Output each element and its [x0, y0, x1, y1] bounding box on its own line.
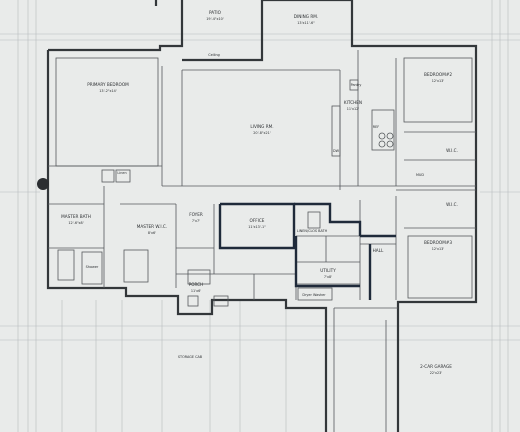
label-porch: PORCH: [189, 282, 204, 287]
accent-walls: [218, 202, 396, 300]
label-primary-bedroom: PRIMARY BEDROOM: [87, 82, 129, 87]
dim-foyer: 7'x7': [192, 219, 200, 223]
label-pantry: Pantry: [351, 83, 362, 87]
label-bedroom3: BEDROOM#3: [424, 240, 452, 245]
dim-utility: 7'x8': [324, 275, 332, 279]
label-hall: HALL: [373, 248, 384, 253]
fixtures: [37, 79, 395, 301]
dim-porch: 11'x6': [191, 289, 201, 293]
label-ref: REF: [373, 125, 379, 129]
label-dw: DW: [333, 149, 340, 153]
dim-kitchen: 11'x12': [347, 107, 360, 111]
label-kitchen: KITCHEN: [344, 100, 362, 105]
label-bedroom2: BEDROOM#2: [424, 72, 452, 77]
label-office: OFFICE: [250, 218, 265, 223]
meter-icon: [37, 178, 49, 190]
label-patio: PATIO: [209, 10, 222, 15]
label-wic1: W.I.C.: [446, 148, 458, 153]
exterior-walls: [46, 0, 478, 432]
dim-bedroom3: 12'x13': [432, 247, 445, 251]
label-dining: DINING RM.: [294, 14, 318, 19]
label-linen-bath: LINEN/CLOS BATH: [297, 229, 328, 233]
label-mud: MUD: [416, 173, 424, 177]
room-labels: PATIO 19'-4"x10' DINING RM. 13'x11'-6" P…: [61, 10, 458, 375]
interior-walls: [48, 50, 476, 432]
dim-dining: 13'x11'-6": [297, 21, 315, 25]
dim-primary-bedroom: 13'-2"x14': [99, 89, 117, 93]
label-wic2: W.I.C.: [446, 202, 458, 207]
annotation-ceiling: Ceiling: [208, 53, 220, 57]
label-living: LIVING RM.: [250, 124, 273, 129]
label-master-wic: MASTER W.I.C.: [137, 224, 167, 229]
annotation-storage: STORAGE CAB: [178, 355, 203, 359]
dim-living: 20'-8"x21': [253, 131, 271, 135]
label-linen: Linen: [117, 171, 126, 175]
label-master-bath: MASTER BATH: [61, 214, 91, 219]
dim-bedroom2: 12'x13': [432, 79, 445, 83]
label-shower: Shower: [86, 265, 99, 269]
dim-master-bath: 12'-6"x8': [68, 221, 83, 225]
label-garage: 2-CAR GARAGE: [420, 364, 452, 369]
dim-patio: 19'-4"x10': [206, 17, 224, 21]
dim-garage: 22'x23': [430, 371, 443, 375]
label-utility: UTILITY: [320, 268, 336, 273]
label-foyer: FOYER: [189, 212, 203, 217]
annotations: STORAGE CAB Ceiling: [178, 53, 220, 359]
dim-office: 11'x13'-1": [248, 225, 266, 229]
label-dryer-washer: Dryer Washer: [302, 293, 326, 297]
dim-master-wic: 8'x6': [148, 231, 156, 235]
